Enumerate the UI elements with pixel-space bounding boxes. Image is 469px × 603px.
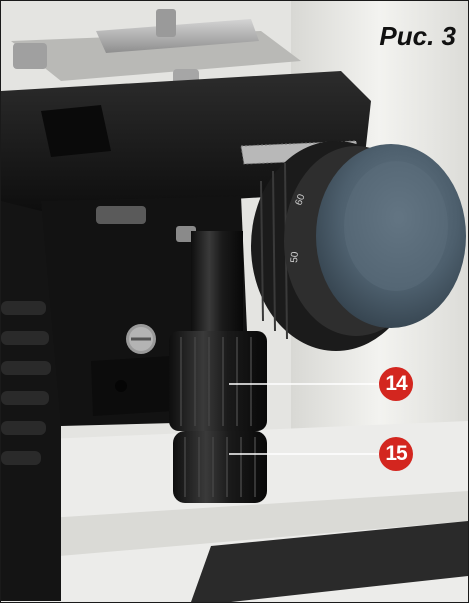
- figure-label: Рис. 3: [379, 21, 456, 51]
- callout-15-badge: 15: [379, 437, 413, 471]
- dial-scale-label: 60: [293, 192, 307, 207]
- dial-scale-label: 50: [289, 251, 301, 263]
- callout-14-badge: 14: [379, 367, 413, 401]
